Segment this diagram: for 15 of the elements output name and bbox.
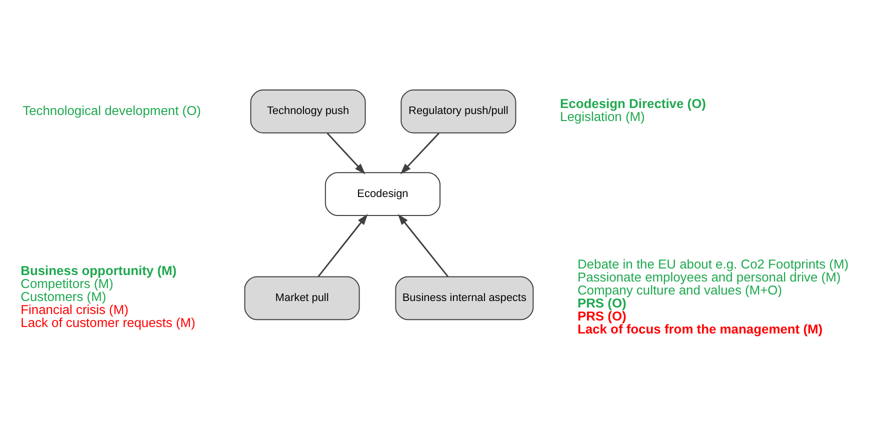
node-box: Ecodesign [324,172,440,216]
node-label: Technological development (O) [22,102,201,118]
node-box: Business internal aspects [395,276,534,320]
arrow [326,132,366,174]
node-label: Customers (M) [20,289,106,304]
node-box: Regulatory push/pull [400,89,516,134]
arrow [398,214,448,278]
arrow [318,214,368,278]
node-label: Debate in the EU about e.g. Co2 Footprints (M) [577,256,849,272]
node-label: Business opportunity (M) [20,263,177,278]
node-box: Technology push [250,89,366,134]
node-label: PRS (O) [577,296,626,311]
node-label: Ecodesign Directive (O) [560,96,706,111]
node-box: Market pull [244,276,360,320]
arrow [400,132,440,174]
